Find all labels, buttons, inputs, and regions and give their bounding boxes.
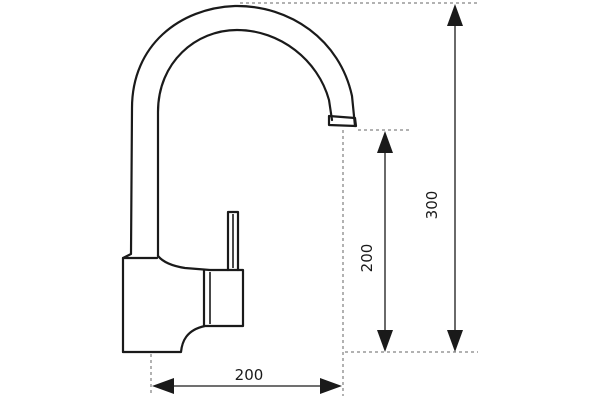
faucet-base: [121, 254, 245, 354]
total-height-arrow-bottom: [447, 330, 463, 352]
spout-tip: [327, 114, 358, 128]
spout-reach-arrow-right: [320, 378, 342, 394]
total-height-arrow-top: [447, 4, 463, 26]
spout-outer-contour: [121, 4, 357, 354]
spout-height-arrow-bottom: [377, 330, 393, 352]
faucet-outline: [121, 4, 358, 354]
extension-lines: [150, 2, 478, 396]
spout-height-label: 200: [358, 244, 376, 273]
lever-handle[interactable]: [226, 210, 240, 272]
spout-inner-contour: [156, 28, 334, 258]
spout-height-arrow-top: [377, 131, 393, 153]
dimension-spout-height: 200: [358, 131, 393, 352]
dimension-total-height: 300: [423, 4, 463, 352]
dimension-spout-reach: 200: [152, 366, 342, 394]
spout-reach-arrow-left: [152, 378, 174, 394]
total-height-label: 300: [423, 191, 441, 220]
spout-reach-label: 200: [235, 366, 264, 384]
